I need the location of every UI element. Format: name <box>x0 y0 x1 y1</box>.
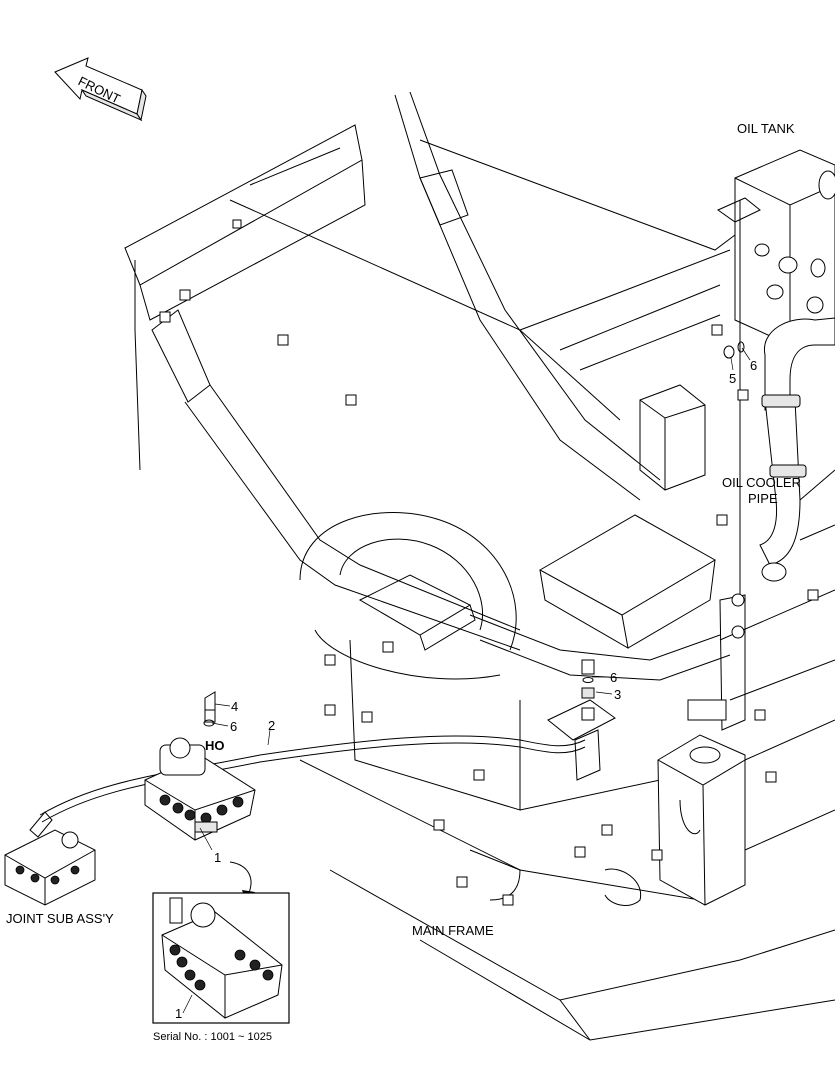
inset-valve-head <box>190 902 216 928</box>
tank-fittings <box>754 243 826 314</box>
valve-assembly <box>144 691 256 841</box>
callout-part-4: 4 <box>231 699 238 714</box>
callout-part-3: 3 <box>614 687 621 702</box>
callout-part-2: 2 <box>268 718 275 733</box>
label-oil-cooler-pipe-line1: OIL COOLER <box>722 475 801 490</box>
label-main-frame: MAIN FRAME <box>412 923 494 938</box>
frame-bolts <box>159 219 819 906</box>
label-oil-cooler-pipe-line2: PIPE <box>748 491 778 506</box>
inset-detail <box>152 892 290 1024</box>
callout-part-6-tank: 6 <box>750 358 757 373</box>
inset-fitting <box>169 897 183 924</box>
valve-oring <box>203 719 215 727</box>
callout-part-5: 5 <box>729 371 736 386</box>
tank-oring-fitting <box>723 341 745 359</box>
main-frame-structure <box>124 91 835 1041</box>
hose-line <box>29 735 586 838</box>
callout-part-1: 1 <box>214 850 221 865</box>
callout-part-6-valve: 6 <box>230 719 237 734</box>
callout-part-1-inset: 1 <box>175 1006 182 1021</box>
label-joint-sub-assy: JOINT SUB ASS'Y <box>6 911 114 926</box>
callout-part-6-lower: 6 <box>610 670 617 685</box>
label-ho-port: HO <box>205 738 225 753</box>
frame-fitting <box>547 659 616 781</box>
front-direction-arrow: FRONT <box>54 57 147 122</box>
joint-sub-assembly <box>4 829 96 906</box>
label-oil-tank: OIL TANK <box>737 121 795 136</box>
inset-serial-note: Serial No. : 1001 ~ 1025 <box>153 1031 272 1043</box>
